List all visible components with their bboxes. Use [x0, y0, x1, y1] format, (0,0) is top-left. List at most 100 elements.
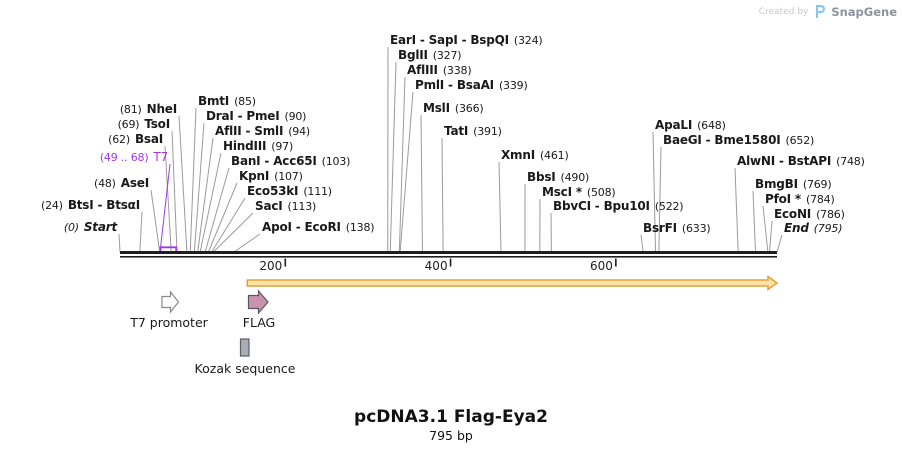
kozak-sequence-box[interactable]	[239, 338, 250, 357]
leader-line-eco53ki	[211, 197, 246, 253]
leader-line-bmti	[189, 107, 197, 253]
enzyme-name: DraI - PmeI	[206, 109, 280, 123]
plasmid-length: 795 bp	[429, 428, 473, 443]
site-label-bglii[interactable]: BglII(327)	[398, 48, 462, 63]
enzyme-name: BbvCI - Bpu10I	[553, 199, 650, 213]
enzyme-name: BglII	[398, 48, 428, 62]
enzyme-name: TatI	[444, 124, 469, 138]
t7-region-marker[interactable]	[159, 246, 178, 251]
enzyme-name: AflII - SmlI	[215, 124, 284, 138]
site-label-nhei[interactable]: (81)NheI	[119, 103, 177, 117]
leader-line-apoi-ecori	[233, 233, 261, 253]
enzyme-name: ApaLI	[655, 118, 693, 132]
site-position: (138)	[345, 221, 375, 234]
site-label-start[interactable]: (0) Start	[63, 220, 117, 235]
leader-line-bmgbi	[752, 190, 757, 253]
site-position: (652)	[785, 134, 815, 147]
site-label-msci[interactable]: MscI * (508)	[542, 185, 616, 200]
site-label-hindiii[interactable]: HindIII (97)	[223, 139, 294, 154]
enzyme-name: BsrFI	[643, 221, 677, 235]
site-label-aflii-smli[interactable]: AflII - SmlI (94)	[215, 124, 310, 139]
leader-line-nhei	[178, 115, 188, 253]
credit: Created by SnapGene	[759, 4, 897, 19]
enzyme-name: MslI	[423, 101, 450, 115]
site-label-apoi-ecori[interactable]: ApoI - EcoRI (138)	[262, 220, 375, 235]
site-label-eco53ki[interactable]: Eco53kI(111)	[247, 184, 332, 199]
site-label-drai-pmei[interactable]: DraI - PmeI (90)	[206, 109, 307, 124]
site-label-baegi-bme1580i[interactable]: BaeGI - Bme1580I(652)	[663, 134, 815, 148]
site-label-pmli-bsaai[interactable]: PmlI - BsaAI(339)	[415, 79, 528, 93]
site-label-end[interactable]: End(795)	[784, 222, 843, 236]
site-label-bbvci-bpu10i[interactable]: BbvCI - Bpu10I (522)	[553, 199, 684, 214]
site-position: (786)	[816, 208, 845, 221]
enzyme-name: AseI	[120, 176, 149, 190]
ruler-tick-label-400: 400	[424, 259, 448, 273]
site-position: (461)	[539, 149, 569, 162]
site-label-bsai[interactable]: (62)BsaI	[108, 133, 163, 147]
site-label-tati[interactable]: TatI(391)	[444, 124, 502, 139]
enzyme-name: Eco53kI	[247, 184, 299, 198]
enzyme-name: EarI - SapI - BspQI	[390, 33, 509, 47]
leader-line-bsai	[164, 145, 172, 253]
leader-line-msli	[420, 114, 423, 253]
leader-line-tati	[441, 137, 444, 253]
enzyme-name: EcoNI	[774, 207, 812, 221]
enzyme-name: ApoI - EcoRI	[262, 220, 341, 234]
site-position: (339)	[498, 79, 528, 92]
site-label-xmni[interactable]: XmnI (461)	[501, 148, 569, 163]
site-label-tsoi[interactable]: (69)TsoI	[118, 117, 171, 132]
site-label-bani-acc65i[interactable]: BanI - Acc65I(103)	[231, 155, 351, 169]
site-label-pfoi[interactable]: PfoI *(784)	[765, 193, 835, 207]
site-position: (338)	[442, 64, 472, 77]
site-position: (633)	[681, 222, 711, 235]
site-position: (24)	[41, 199, 63, 212]
leader-line-tsoi	[171, 130, 178, 253]
site-position: (0)	[63, 221, 79, 234]
flag-arrow[interactable]	[247, 289, 269, 315]
site-label-t7[interactable]: (49 .. 68)T7	[100, 151, 168, 165]
site-label-bmti[interactable]: BmtI(85)	[198, 95, 256, 109]
site-label-afliii[interactable]: AflIII(338)	[407, 64, 472, 78]
orf-arrow[interactable]	[246, 275, 779, 291]
leader-line-hindiii	[199, 152, 222, 253]
leader-line-bani-acc65i	[204, 167, 230, 253]
site-label-bbsi[interactable]: BbsI(490)	[527, 171, 589, 185]
enzyme-name: AlwNI - BstAPI	[737, 154, 832, 168]
site-position: (522)	[654, 200, 684, 213]
ruler-tick-label-200: 200	[259, 259, 283, 273]
site-position: (62)	[108, 133, 130, 146]
site-label-econi[interactable]: EcoNI (786)	[774, 207, 845, 222]
site-position: (90)	[284, 110, 307, 123]
site-position: (97)	[271, 140, 294, 153]
site-label-saci[interactable]: SacI(113)	[255, 200, 317, 214]
site-position: (113)	[287, 200, 317, 213]
enzyme-name: HindIII	[223, 139, 267, 153]
enzyme-name: TsoI	[144, 117, 170, 131]
site-label-alwni-bstapi[interactable]: AlwNI - BstAPI(748)	[737, 154, 865, 169]
site-position: (81)	[119, 103, 142, 116]
site-position: (94)	[288, 125, 310, 138]
enzyme-name: XmnI	[501, 148, 535, 162]
site-label-eari-sapi-bspqi[interactable]: EarI - SapI - BspQI(324)	[390, 33, 543, 48]
plasmid-backbone-underline	[120, 256, 777, 258]
site-label-bsrfi[interactable]: BsrFI (633)	[643, 221, 711, 236]
kozak-sequence-label: Kozak sequence	[194, 361, 296, 376]
site-position: (508)	[586, 186, 616, 199]
site-label-apali[interactable]: ApaLI(648)	[655, 118, 726, 133]
t7-promoter-arrow[interactable]	[161, 290, 180, 314]
leader-line-bsrfi	[640, 234, 644, 253]
site-label-bmgbi[interactable]: BmgBI(769)	[755, 178, 832, 192]
site-label-btsi-bts-i[interactable]: (24)BtsI - BtsαI	[41, 199, 140, 213]
enzyme-name: MscI *	[542, 185, 582, 199]
site-position: (103)	[321, 155, 351, 168]
site-position: (48)	[93, 177, 116, 190]
t7-promoter-label: T7 promoter	[130, 315, 208, 330]
enzyme-name: Start	[83, 220, 117, 234]
leader-line-kpni	[207, 182, 238, 253]
site-label-kpni[interactable]: KpnI(107)	[239, 170, 303, 184]
leader-line-asei	[150, 189, 161, 253]
site-label-asei[interactable]: (48) AseI	[93, 176, 149, 191]
leader-line-apali	[652, 131, 657, 253]
site-label-msli[interactable]: MslI(366)	[423, 101, 484, 116]
